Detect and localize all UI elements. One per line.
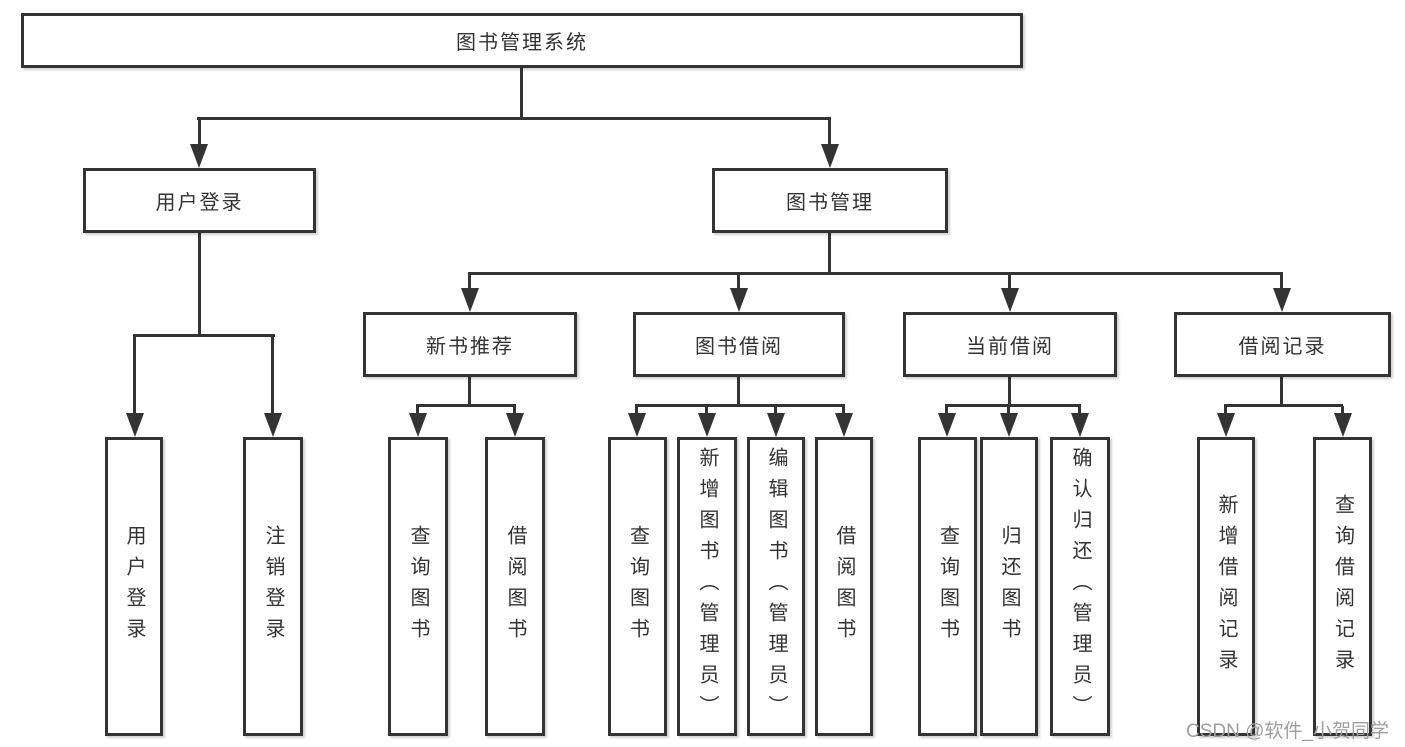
connector-book-management-stem xyxy=(828,233,831,273)
leaf-logout: 注销登录 xyxy=(243,437,303,736)
connector-drop-user-login xyxy=(198,119,201,144)
leaf-borrowing-query-book-label: 查询图书 xyxy=(626,524,649,649)
connector-drop-newrec-borrow xyxy=(513,406,516,413)
arrow-down-icon xyxy=(1273,288,1291,312)
arrow-down-icon xyxy=(1217,413,1235,437)
csdn-watermark: CSDN @软件_小贺同学 xyxy=(1186,721,1389,742)
leaf-newrec-query-book: 查询图书 xyxy=(388,437,448,736)
leaf-query-borrow-record-label: 查询借阅记录 xyxy=(1331,493,1354,680)
arrow-down-icon xyxy=(767,413,785,437)
connector-borrowing-branch xyxy=(635,404,845,407)
leaf-newrec-borrow-book: 借阅图书 xyxy=(485,437,545,736)
arrow-down-icon xyxy=(730,288,748,312)
leaf-add-book-admin: 新增图书（管理员） xyxy=(677,437,737,736)
node-book-borrowing: 图书借阅 xyxy=(633,312,845,377)
arrow-down-icon xyxy=(1334,413,1352,437)
leaf-add-book-admin-label: 新增图书（管理员） xyxy=(696,447,718,726)
leaf-newrec-query-book-label: 查询图书 xyxy=(407,524,429,649)
node-current-borrowing: 当前借阅 xyxy=(903,312,1117,377)
arrow-down-icon xyxy=(628,413,646,437)
connector-drop-return-book xyxy=(1007,406,1010,413)
node-borrowing-records-label: 借阅记录 xyxy=(1238,336,1327,358)
connector-newrec-branch xyxy=(416,404,516,407)
arrow-down-icon xyxy=(506,413,524,437)
connector-drop-confirm-return xyxy=(1078,406,1081,413)
node-user-login: 用户登录 xyxy=(83,168,316,233)
connector-root-stem xyxy=(520,68,523,119)
connector-level2-branch xyxy=(197,117,831,120)
leaf-borrowing-borrow-book: 借阅图书 xyxy=(815,437,873,736)
connector-records-stem xyxy=(1280,377,1283,406)
leaf-user-login-label: 用户登录 xyxy=(123,524,145,649)
arrow-down-icon xyxy=(1000,413,1018,437)
leaf-current-query-book: 查询图书 xyxy=(918,437,977,736)
leaf-user-login: 用户登录 xyxy=(105,437,163,736)
connector-drop-current-borrowing xyxy=(1008,273,1011,288)
connector-drop-new-book-recommend xyxy=(468,273,471,288)
connector-user-login-stem xyxy=(198,233,201,335)
connector-drop-borrowing-borrow xyxy=(842,406,845,413)
node-book-management-label: 图书管理 xyxy=(786,192,874,214)
node-library-system-label: 图书管理系统 xyxy=(456,32,588,54)
arrow-down-icon xyxy=(264,413,282,437)
connector-drop-book-management xyxy=(828,119,831,144)
leaf-edit-book-admin-label: 编辑图书（管理员） xyxy=(765,447,787,726)
connector-borrowing-stem xyxy=(737,377,740,406)
connector-drop-edit-book xyxy=(774,406,777,413)
connector-drop-leaf-user-login xyxy=(133,335,136,413)
arrow-down-icon xyxy=(1071,413,1089,437)
leaf-confirm-return-admin: 确认归还（管理员） xyxy=(1050,437,1110,736)
connector-drop-borrowing-records xyxy=(1280,273,1283,288)
connector-drop-current-query xyxy=(945,406,948,413)
node-new-book-recommend-label: 新书推荐 xyxy=(426,336,514,358)
connector-current-stem xyxy=(1008,377,1011,406)
leaf-confirm-return-admin-label: 确认归还（管理员） xyxy=(1069,447,1091,726)
connector-drop-borrowing-query xyxy=(635,406,638,413)
leaf-borrowing-query-book: 查询图书 xyxy=(608,437,667,736)
leaf-logout-label: 注销登录 xyxy=(262,524,284,649)
connector-records-branch xyxy=(1224,404,1343,407)
arrow-down-icon xyxy=(698,413,716,437)
arrow-down-icon xyxy=(938,413,956,437)
leaf-query-borrow-record: 查询借阅记录 xyxy=(1313,437,1372,736)
node-book-borrowing-label: 图书借阅 xyxy=(695,336,783,358)
connector-current-branch xyxy=(945,404,1081,407)
arrow-down-icon xyxy=(821,144,839,168)
connector-level3-branch xyxy=(468,272,1283,275)
connector-drop-add-record xyxy=(1224,406,1227,413)
leaf-current-query-book-label: 查询图书 xyxy=(936,524,959,649)
connector-drop-add-book xyxy=(705,406,708,413)
leaf-add-borrow-record: 新增借阅记录 xyxy=(1197,437,1255,736)
leaf-edit-book-admin: 编辑图书（管理员） xyxy=(747,437,805,736)
arrow-down-icon xyxy=(835,413,853,437)
leaf-return-book: 归还图书 xyxy=(980,437,1038,736)
leaf-borrowing-borrow-book-label: 借阅图书 xyxy=(833,524,855,649)
arrow-down-icon xyxy=(461,288,479,312)
arrow-down-icon xyxy=(190,144,208,168)
node-library-system: 图书管理系统 xyxy=(21,13,1023,68)
node-borrowing-records: 借阅记录 xyxy=(1174,312,1391,377)
connector-newrec-stem xyxy=(468,377,471,406)
node-book-management: 图书管理 xyxy=(712,168,948,233)
arrow-down-icon xyxy=(126,413,144,437)
node-user-login-label: 用户登录 xyxy=(155,192,244,214)
connector-user-login-branch xyxy=(133,334,275,337)
node-new-book-recommend: 新书推荐 xyxy=(363,312,577,377)
connector-drop-leaf-logout xyxy=(271,335,274,413)
leaf-add-borrow-record-label: 新增借阅记录 xyxy=(1215,493,1237,680)
connector-drop-query-record xyxy=(1341,406,1344,413)
connector-drop-newrec-query xyxy=(416,406,419,413)
arrow-down-icon xyxy=(1001,288,1019,312)
leaf-return-book-label: 归还图书 xyxy=(998,524,1020,649)
connector-drop-book-borrowing xyxy=(737,273,740,288)
node-current-borrowing-label: 当前借阅 xyxy=(966,336,1054,358)
arrow-down-icon xyxy=(409,413,427,437)
leaf-newrec-borrow-book-label: 借阅图书 xyxy=(504,524,526,649)
